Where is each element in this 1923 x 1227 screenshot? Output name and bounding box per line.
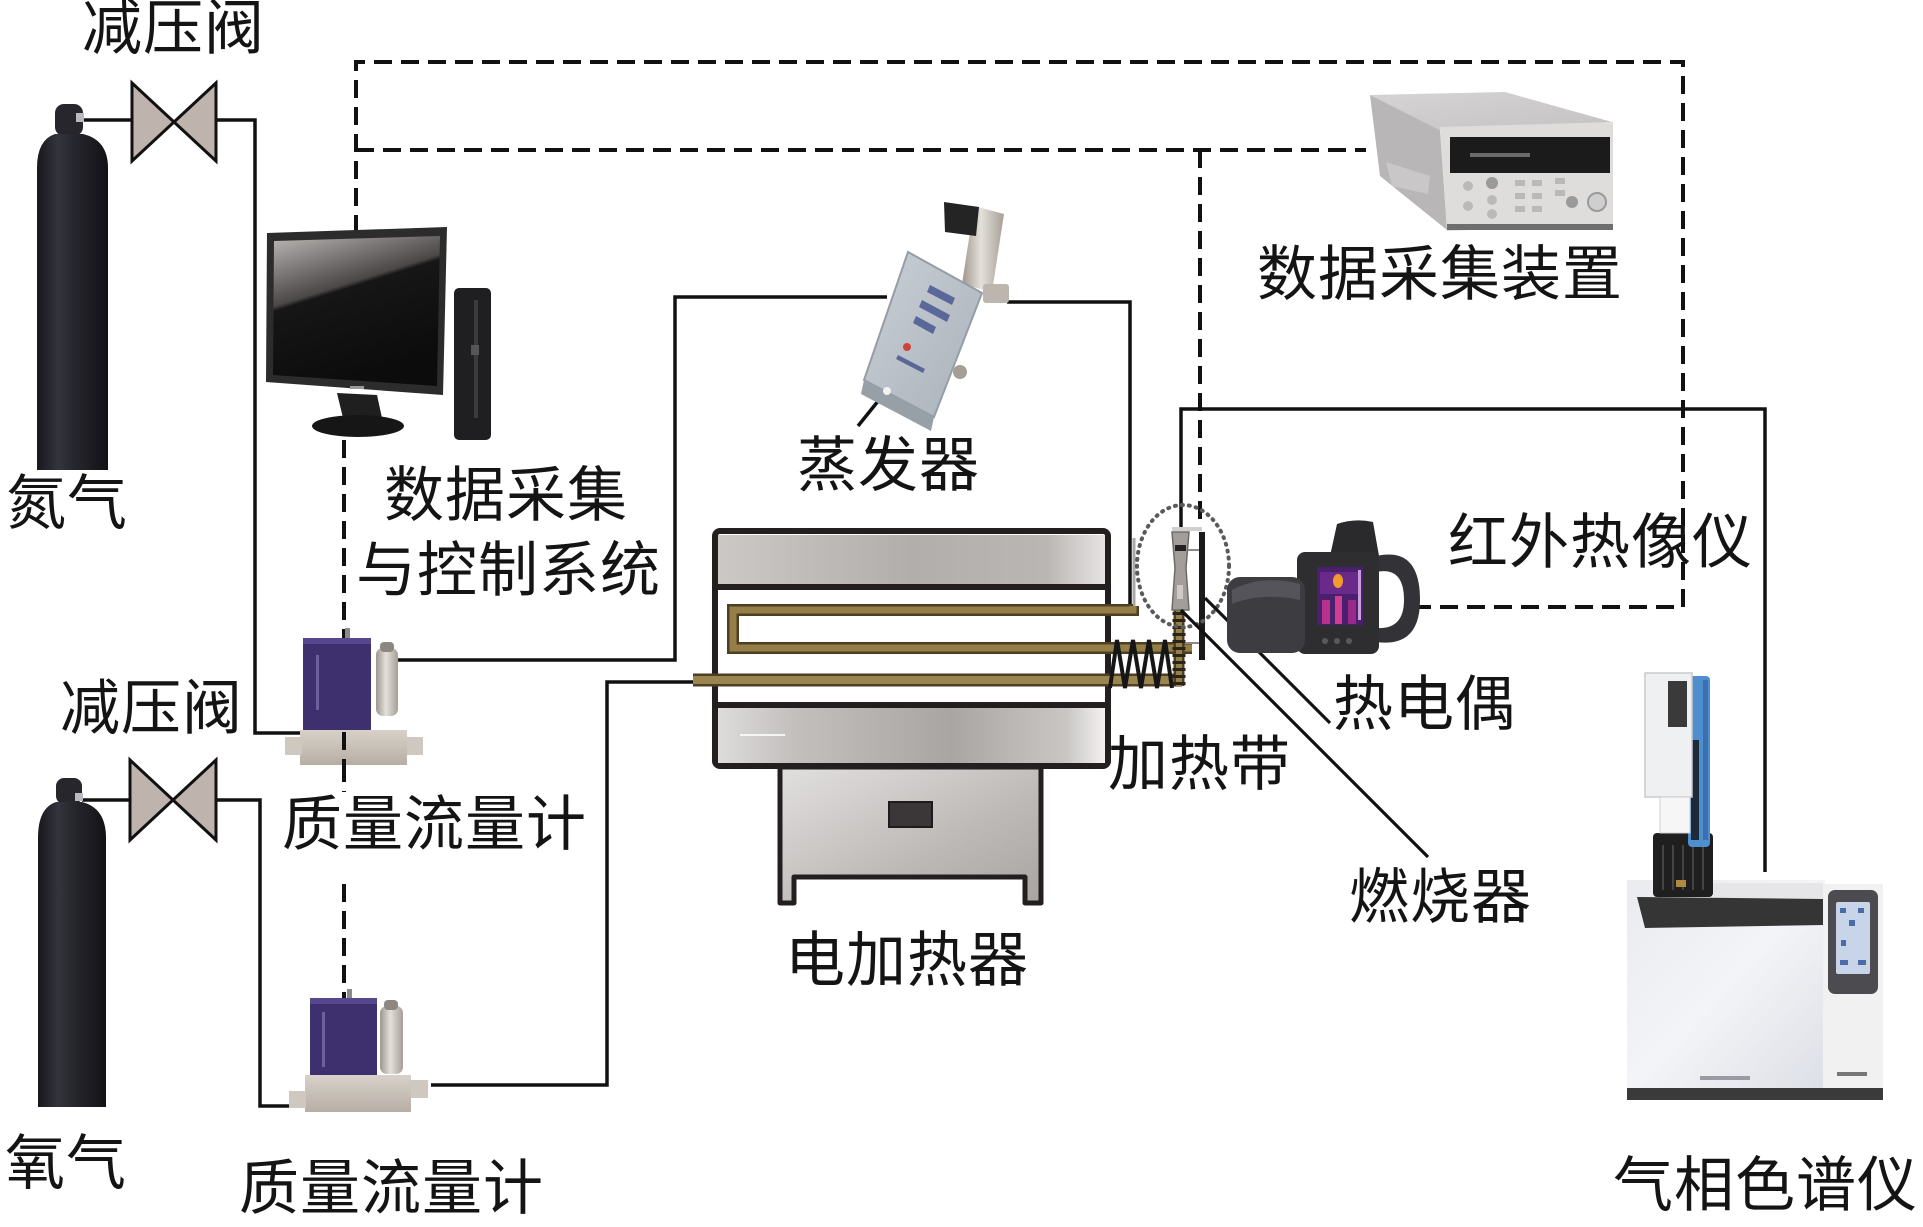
burner-highlight-circle (1135, 503, 1231, 629)
oxygen-mass-flow-controller (289, 989, 428, 1112)
burner-leader-line (1179, 608, 1430, 859)
valve-left-triangle (128, 756, 176, 844)
daq-device-label: 数据采集装置 (1257, 240, 1623, 310)
mfc-body (310, 998, 377, 1088)
computer-label-line2: 与控制系统 (356, 536, 661, 606)
burner-tube (1171, 531, 1190, 611)
gc-touchscreen (1836, 902, 1870, 974)
oxygen-cylinder (38, 778, 106, 1107)
thermocouple-label: 热电偶 (1333, 670, 1516, 740)
nitrogen-cylinder (37, 104, 108, 470)
evaporator-body-end (861, 380, 934, 431)
nitrogen-valve-label: 减压阀 (82, 0, 265, 64)
heating-tape-coil (1108, 639, 1174, 689)
reactor-tubes (693, 538, 1192, 687)
mfc-base (300, 730, 407, 765)
mfc-solenoid (376, 648, 398, 716)
mfc-body (303, 638, 371, 732)
computer (266, 227, 491, 440)
thermocouple-leader-line (1203, 596, 1332, 725)
monitor-screen (273, 236, 440, 386)
daq-buttons (1463, 177, 1578, 219)
oxygen-mfc-label: 质量流量计 (239, 1154, 544, 1224)
oxygen-mfc-to-furnace-line (431, 680, 694, 1087)
oxygen-pressure-reducing-valve (128, 756, 218, 844)
data-acquisition-instrument (1370, 92, 1613, 231)
signal-lines (354, 60, 1685, 609)
nitrogen-pressure-reducing-valve (130, 79, 218, 165)
thermocouple (1199, 532, 1205, 660)
computer-label-line1: 数据采集 (384, 461, 628, 531)
infrared-thermal-camera (1227, 520, 1420, 654)
mfc-solenoid (380, 1006, 403, 1074)
nitrogen-mass-flow-controller (285, 628, 423, 766)
daq-top-surface (1370, 92, 1612, 130)
camera-handle-top (1330, 520, 1379, 556)
gas-lines (82, 118, 1767, 1108)
nitrogen-cylinder-valve-cap (55, 104, 83, 136)
electric-heater-label: 电加热器 (785, 926, 1029, 996)
evaporator-to-furnace-line (1007, 300, 1132, 608)
mfc-base (305, 1075, 411, 1112)
daq-knob (1587, 192, 1607, 212)
furnace-stand (777, 764, 1044, 906)
heating-tape (1108, 612, 1186, 689)
camera-strap (1376, 554, 1420, 643)
valve-left-triangle (130, 79, 177, 165)
burner-to-gc-sampling-line (1179, 407, 1767, 872)
valve-right-triangle (171, 79, 218, 165)
electric-heater (712, 528, 1111, 906)
furnace-top-panel (718, 535, 1105, 584)
gas-chromatograph (1627, 672, 1883, 1100)
thermal-hotspot (1333, 574, 1343, 588)
monitor-stand-neck (337, 393, 382, 418)
oxygen-cylinder-body (38, 802, 106, 1107)
gc-base (1627, 1088, 1883, 1100)
oxygen-valve-label: 减压阀 (60, 674, 243, 744)
heating-tape-label: 加热带 (1108, 730, 1291, 800)
evaporator-logo (903, 343, 911, 351)
furnace-control-display (888, 801, 933, 828)
nitrogen-line-to-mfc (216, 118, 303, 735)
burner-label: 燃烧器 (1349, 863, 1532, 933)
evaporator-label: 蒸发器 (797, 431, 980, 501)
nitrogen-cylinder-body (37, 134, 108, 470)
gc-top-slab (1637, 897, 1823, 928)
nitrogen-mfc-to-evaporator-line (395, 295, 887, 662)
evaporator-brand-text-marks (896, 285, 955, 373)
evaporator (861, 202, 1009, 431)
daq-side (1370, 95, 1447, 230)
ir-camera-label: 红外热像仪 (1448, 508, 1753, 578)
gas-chromatograph-label: 气相色谱仪 (1613, 1151, 1918, 1221)
oxygen-line-to-mfc (216, 798, 292, 1108)
valve-right-triangle (170, 756, 218, 844)
nitrogen-mfc-label: 质量流量计 (282, 790, 587, 860)
evaporator-connector-plug (944, 202, 979, 236)
oxygen-cylinder-label: 氧气 (5, 1129, 127, 1199)
monitor-stand-base (312, 415, 404, 437)
pc-tower (454, 288, 491, 440)
signal-line-outer (354, 60, 1685, 609)
burner-assembly (1135, 503, 1231, 660)
nitrogen-cylinder-label: 氮气 (6, 469, 128, 539)
